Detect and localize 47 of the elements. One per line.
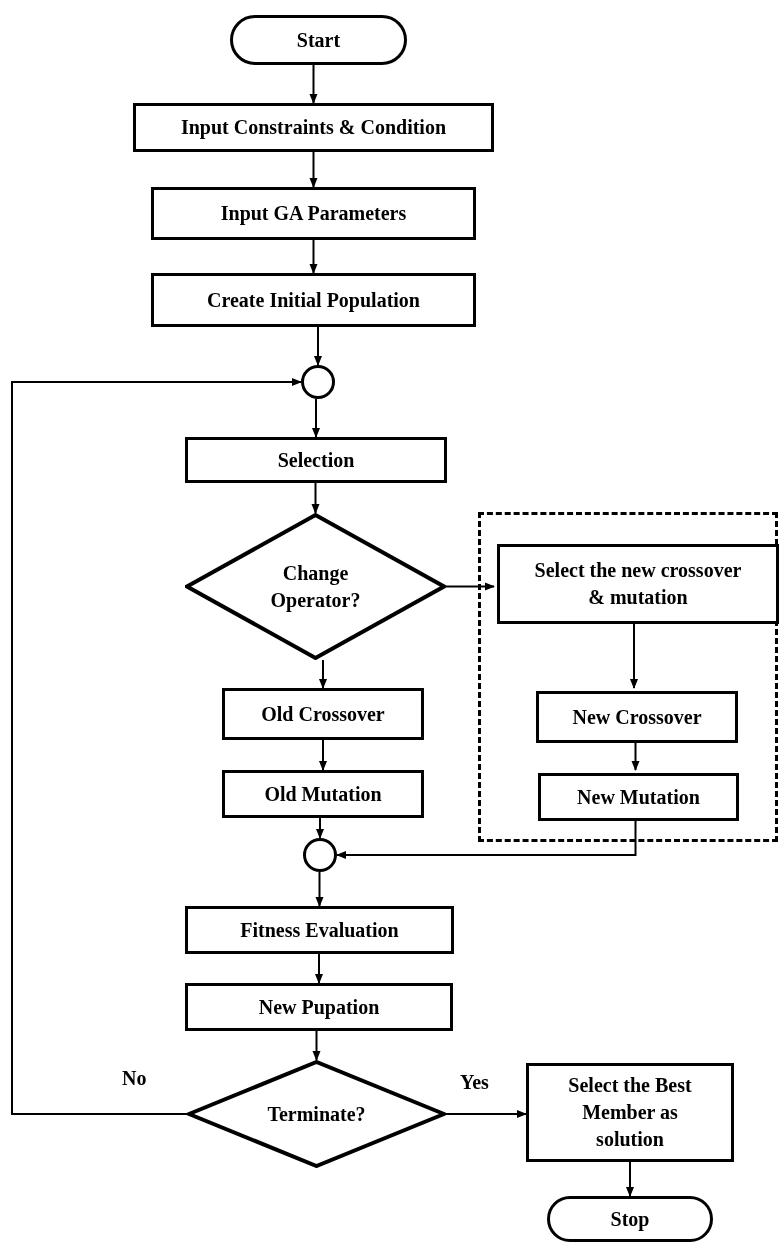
node-label: Terminate?	[267, 1101, 366, 1127]
node-label: Fitness Evaluation	[239, 917, 400, 943]
process-box	[526, 1063, 734, 1162]
arrow	[312, 398, 320, 438]
arrow	[316, 817, 324, 839]
arrow	[319, 739, 327, 771]
arrow	[312, 1030, 321, 1061]
arrow	[319, 659, 327, 689]
arrow	[309, 151, 318, 188]
node-label: New Crossover	[571, 704, 703, 730]
node-label: Selection	[276, 447, 356, 473]
process-box	[151, 273, 476, 327]
process-box	[151, 187, 476, 240]
node-label: Input GA Parameters	[219, 201, 408, 227]
process-box	[222, 688, 424, 740]
arrow	[309, 64, 318, 104]
arrow	[445, 582, 495, 591]
node-label: Stop	[609, 1206, 651, 1233]
arrow	[315, 953, 323, 984]
process-box	[538, 773, 739, 821]
process-box	[185, 906, 454, 954]
process-box	[536, 691, 738, 743]
arrow	[309, 239, 318, 274]
process-box	[185, 983, 453, 1031]
dashed-group-box	[478, 512, 778, 842]
process-box	[185, 437, 447, 483]
node-label: Input Constraints & Condition	[179, 115, 448, 141]
node-label: New Pupation	[257, 994, 381, 1021]
arrow	[315, 871, 324, 907]
arrow	[311, 482, 320, 514]
node-label: Create Initial Population	[206, 287, 421, 314]
process-box	[222, 770, 424, 818]
node-label: New Mutation	[576, 784, 701, 810]
arrow	[314, 326, 322, 366]
decision-diamond	[187, 1060, 446, 1168]
decision-diamond	[185, 513, 446, 660]
process-box	[497, 544, 779, 624]
node-label: Old Mutation	[263, 781, 383, 807]
node-label: Select the Best Member as solution	[567, 1073, 693, 1152]
process-box	[133, 103, 494, 152]
arrow	[445, 1110, 527, 1118]
node-label: Old Crossover	[260, 701, 386, 727]
node-label: Start	[295, 27, 342, 53]
arrow	[626, 1161, 634, 1197]
node-label: Select the new crossover & mutation	[533, 558, 743, 610]
node-label: Change Operator?	[269, 560, 362, 614]
arrow	[11, 378, 302, 1115]
